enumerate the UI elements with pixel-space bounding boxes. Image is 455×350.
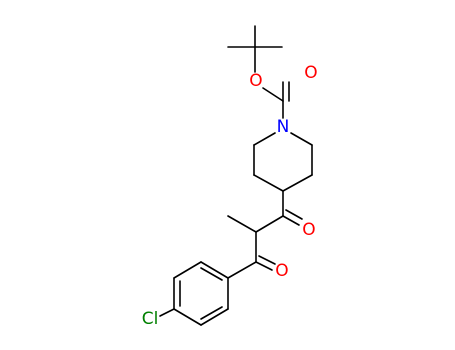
bond-ketone1-c-o-double-a [282, 215, 300, 226]
bond-n-c2 [253, 132, 276, 146]
nitrogen-piperidine-label: N [277, 117, 290, 137]
oxygen-carbamate-label: O [304, 63, 317, 83]
bond-ar-c2-c3 [173, 261, 202, 279]
bond-n-c6 [290, 132, 313, 146]
chlorine-label: Cl [142, 309, 159, 329]
bond-c5-c4 [282, 174, 313, 192]
bond-ch-methyl [227, 215, 257, 233]
bond-ar-c1-c2-inner [200, 267, 223, 281]
atom-labels: O O N O O Cl [142, 63, 318, 329]
bond-ar-c4-c5 [173, 308, 202, 326]
bond-ketone2-c-aryl [227, 261, 257, 279]
bond-ketone1-c-o-double-b [285, 209, 303, 220]
bond-o-carbamate-c [262, 87, 284, 102]
bond-ketone1-c-ch [255, 215, 284, 233]
bond-ar-c1-c2 [200, 261, 229, 279]
bond-ar-c5-c6-inner [200, 306, 223, 320]
bond-c3-c4 [253, 174, 284, 192]
oxygen-ketone-1-label: O [302, 220, 315, 240]
bond-ketone2-c-o-double-b [258, 255, 276, 265]
bonds [159, 25, 313, 326]
oxygen-ketone-2-label: O [275, 261, 288, 281]
bond-ar-c-cl [159, 308, 175, 317]
oxygen-ester-label: O [249, 71, 262, 91]
bond-ar-c5-c6 [200, 308, 229, 326]
bond-ketone2-c-o-double-a [255, 261, 273, 271]
